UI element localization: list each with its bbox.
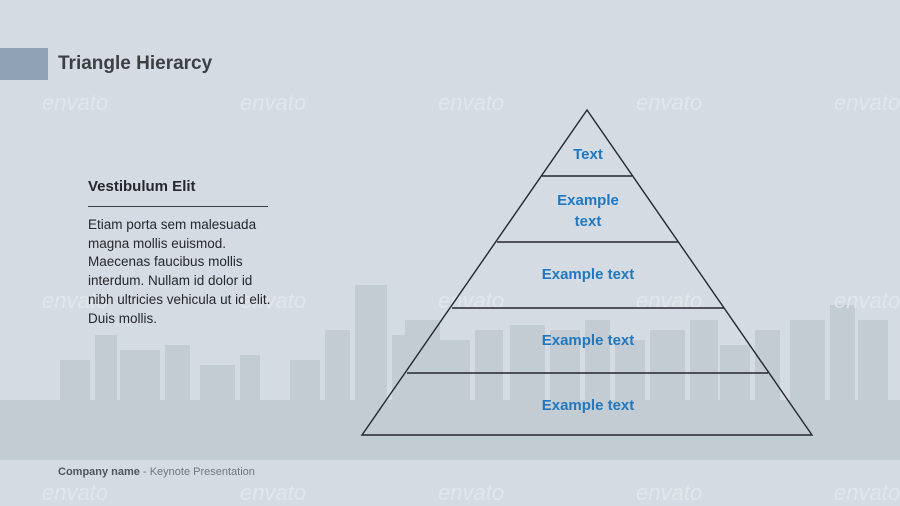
svg-text:envato: envato <box>834 90 900 115</box>
body-paragraph: Etiam porta sem malesuada magna mollis e… <box>88 217 271 326</box>
heading-divider <box>88 206 268 207</box>
svg-text:envato: envato <box>240 90 306 115</box>
slide-title: Triangle Hierarcy <box>58 53 213 74</box>
svg-text:envato: envato <box>636 480 702 505</box>
svg-text:envato: envato <box>636 288 702 313</box>
svg-text:envato: envato <box>834 288 900 313</box>
title-accent-bar <box>0 48 48 80</box>
svg-text:envato: envato <box>438 480 504 505</box>
tier-label-4: Example text <box>541 332 635 349</box>
svg-text:envato: envato <box>42 90 108 115</box>
svg-text:envato: envato <box>42 480 108 505</box>
svg-text:envato: envato <box>42 288 108 313</box>
svg-text:envato: envato <box>240 288 306 313</box>
svg-text:envato: envato <box>240 480 306 505</box>
footer-company: Company name <box>58 466 140 478</box>
svg-text:envato: envato <box>834 480 900 505</box>
tier-label-2: Example text <box>557 192 619 230</box>
footer: Company name - Keynote Presentation <box>58 466 255 478</box>
section-heading: Vestibulum Elit <box>88 178 196 195</box>
tier-label-5: Example text <box>541 397 635 414</box>
footer-product: Keynote Presentation <box>149 466 255 478</box>
svg-text:envato: envato <box>636 90 702 115</box>
footer-separator: - <box>139 466 150 478</box>
pyramid-outline <box>360 108 814 436</box>
tier-label-3: Example text <box>541 266 635 283</box>
tier-label-1: Text <box>573 146 603 163</box>
svg-text:envato: envato <box>438 90 504 115</box>
